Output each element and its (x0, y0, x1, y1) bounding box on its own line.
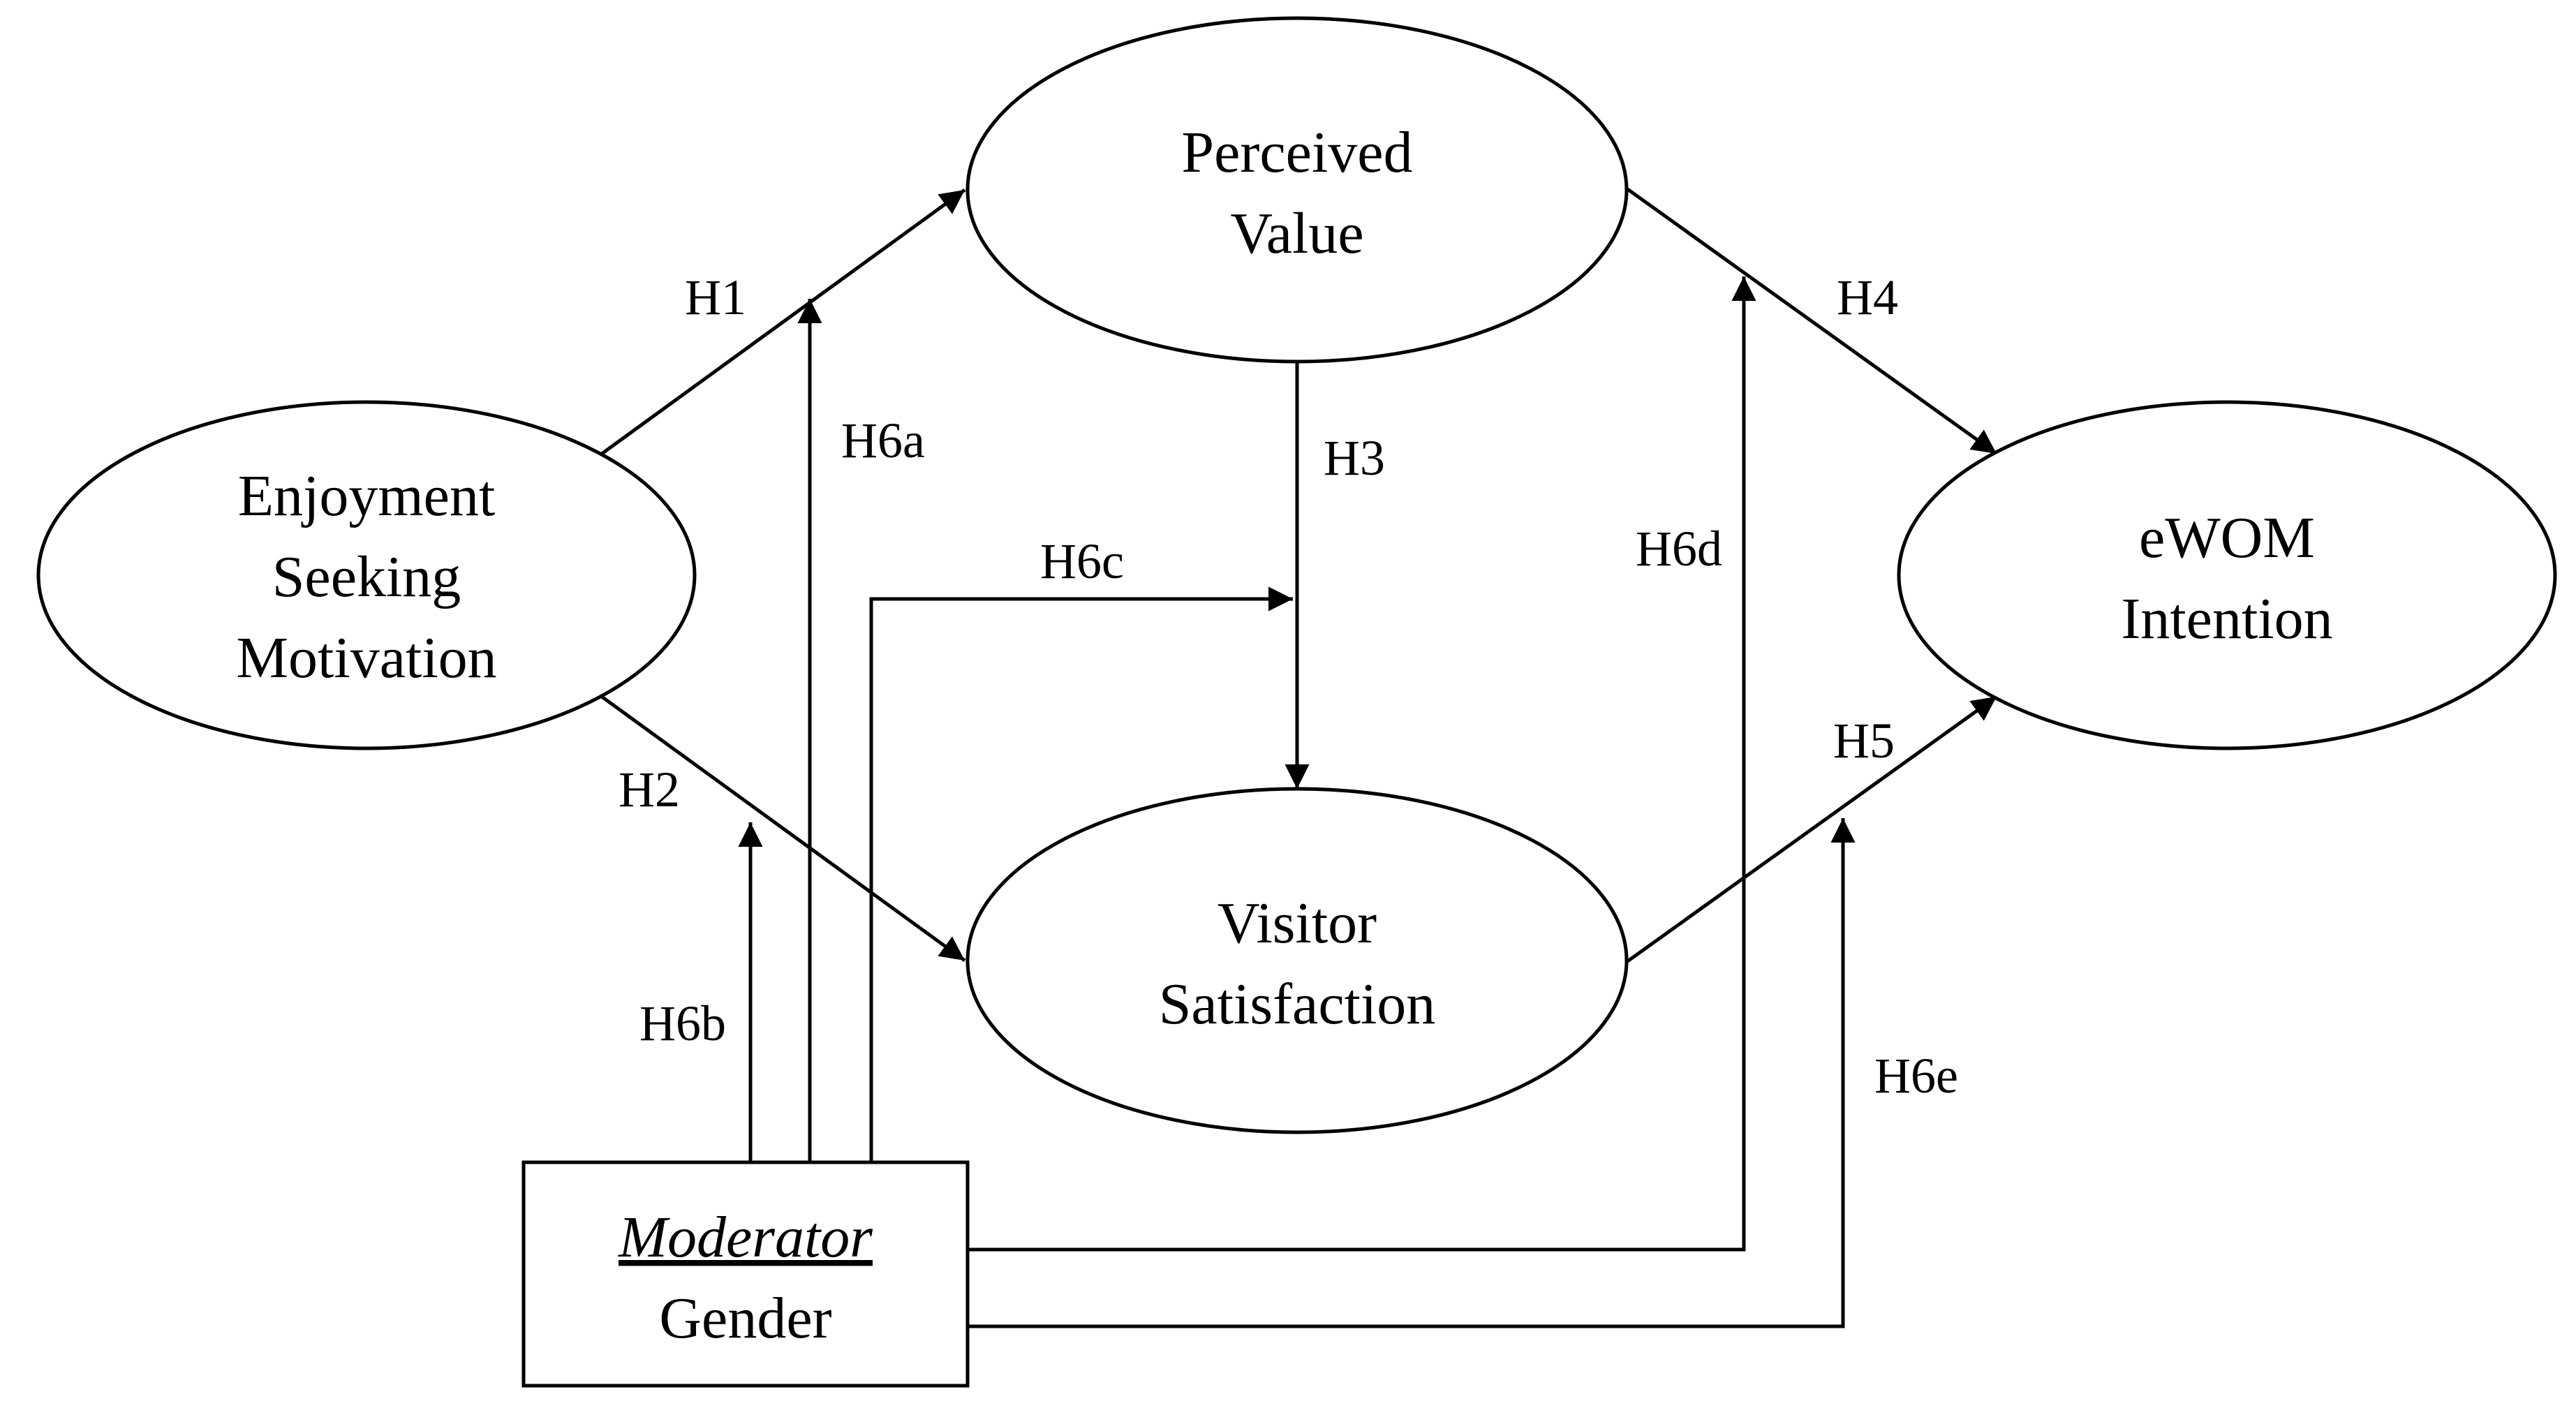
label-h6d: H6d (1636, 521, 1722, 577)
node-enjoyment-seeking-motivation: Enjoyment Seeking Motivation (36, 400, 697, 750)
node-visitor-satisfaction: Visitor Satisfaction (965, 787, 1629, 1134)
node-ewom-intention: eWOM Intention (1897, 400, 2557, 750)
moderator-label: Gender (659, 1286, 831, 1351)
edge-h6d (969, 276, 1756, 1252)
moderator-title: Moderator (618, 1205, 873, 1270)
edge-h4 (1625, 186, 1998, 456)
node-ewom-line-2: Intention (2121, 586, 2332, 651)
label-h6e: H6e (1874, 1048, 1958, 1104)
edge-h1 (600, 188, 966, 456)
label-h6a: H6a (841, 413, 925, 468)
node-perceived-value-line-1: Perceived (1181, 120, 1412, 185)
node-visitor-satisfaction-line-1: Visitor (1217, 891, 1377, 956)
label-h4: H4 (1837, 269, 1898, 325)
label-h5: H5 (1833, 713, 1895, 769)
label-h6c: H6c (1040, 533, 1124, 589)
edge-h2 (600, 695, 966, 963)
node-enjoyment-line-2: Seeking (272, 544, 461, 609)
node-visitor-satisfaction-line-2: Satisfaction (1159, 972, 1436, 1037)
label-h1: H1 (685, 269, 746, 325)
node-moderator-gender: Moderator Gender (521, 1160, 970, 1388)
node-perceived-value: Perceived Value (965, 16, 1629, 364)
node-enjoyment-line-1: Enjoyment (238, 464, 496, 528)
edge-h6c (869, 586, 1293, 1162)
label-h2: H2 (619, 762, 680, 817)
node-enjoyment-line-3: Motivation (236, 625, 496, 690)
edge-h5 (1625, 695, 1998, 964)
label-h6b: H6b (639, 995, 726, 1051)
node-perceived-value-line-2: Value (1230, 201, 1363, 266)
edge-h6e (969, 818, 1856, 1328)
node-ewom-line-1: eWOM (2139, 505, 2315, 570)
label-h3: H3 (1324, 430, 1385, 486)
